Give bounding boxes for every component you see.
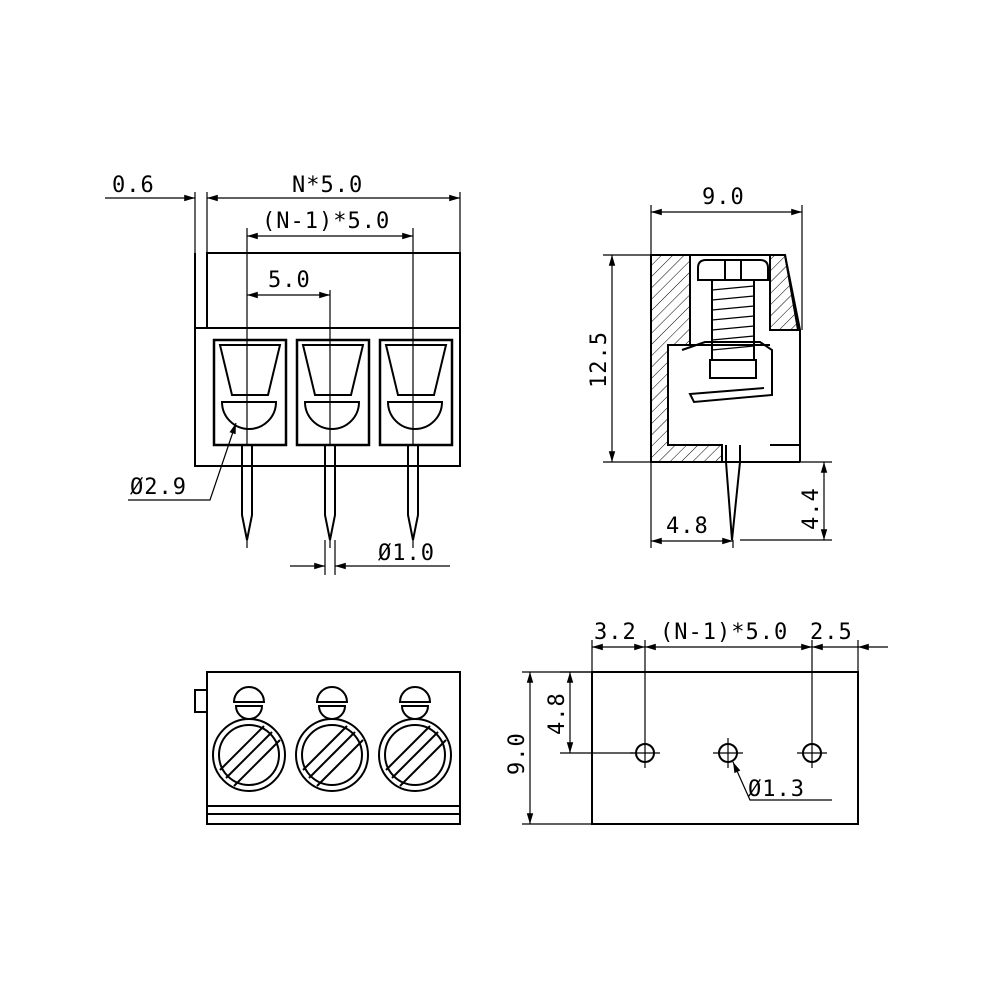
top-view <box>194 671 461 825</box>
dim-pitch-span: (N-1)*5.0 <box>660 620 788 645</box>
dim-pin-offset: 4.8 <box>666 514 709 539</box>
footprint-view: 3.2 (N-1)*5.0 2.5 4.8 9.0 Ø1.3 <box>505 620 888 825</box>
pin <box>241 445 253 541</box>
front-view: 0.6 N*5.0 (N-1)*5.0 5.0 Ø2.9 Ø1.0 <box>105 173 461 575</box>
side-view: 9.0 12.5 4.8 4.4 <box>587 185 832 548</box>
dim-hole-row: 4.8 <box>545 692 570 735</box>
top-body <box>206 671 461 825</box>
front-body-upper <box>206 252 461 329</box>
dim-depth: 9.0 <box>505 732 530 775</box>
dim-hole-dia: Ø1.3 <box>748 777 805 802</box>
dim-pin-dia: Ø1.0 <box>378 541 435 566</box>
screw-top <box>212 718 286 792</box>
wire-cavity <box>378 338 454 447</box>
dim-left-margin: 3.2 <box>594 620 637 645</box>
dim-depth: 9.0 <box>702 185 745 210</box>
screw-head <box>697 259 769 281</box>
wire-entry-marker <box>232 686 266 720</box>
wire-cavity <box>212 338 288 447</box>
wire-entry-marker <box>398 686 432 720</box>
pin <box>407 445 419 541</box>
dim-height: 12.5 <box>587 331 612 388</box>
dim-overall-width: N*5.0 <box>292 173 363 198</box>
dim-offset: 0.6 <box>112 173 155 198</box>
screw-top <box>378 718 452 792</box>
screw-thread <box>711 279 755 361</box>
footprint-outline <box>591 671 859 825</box>
dim-right-margin: 2.5 <box>810 620 853 645</box>
pcb-hole <box>797 738 827 768</box>
dim-pin-length: 4.4 <box>799 487 824 530</box>
wire-cavity <box>295 338 371 447</box>
wire-entry-marker <box>315 686 349 720</box>
dim-pitch-span: (N-1)*5.0 <box>262 209 390 234</box>
pin <box>324 445 336 541</box>
dim-pitch: 5.0 <box>268 268 311 293</box>
pcb-hole <box>713 738 743 768</box>
dim-hole-dia: Ø2.9 <box>130 475 187 500</box>
screw-top <box>295 718 369 792</box>
